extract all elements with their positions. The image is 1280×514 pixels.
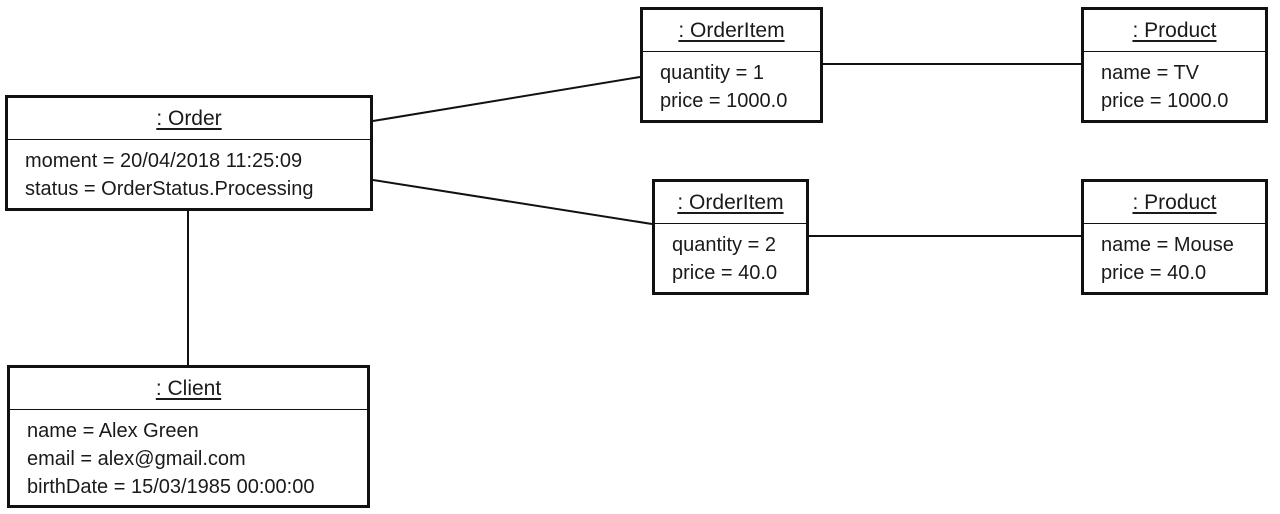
client-object-attributes: name = Alex Green email = alex@gmail.com…: [10, 410, 367, 501]
product-2-price-attribute: price = 40.0: [1101, 262, 1207, 284]
order-status-attribute: status = OrderStatus.Processing: [25, 178, 314, 200]
order-item-1-title: : OrderItem: [678, 18, 785, 42]
client-object-header: : Client: [10, 368, 367, 410]
order-item-1-object[interactable]: : OrderItem quantity = 1 price = 1000.0: [640, 7, 823, 123]
order-item-2-object[interactable]: : OrderItem quantity = 2 price = 40.0: [652, 179, 809, 295]
order-item-2-attributes: quantity = 2 price = 40.0: [655, 224, 806, 287]
client-name-attribute: name = Alex Green: [27, 420, 199, 442]
order-item-2-header: : OrderItem: [655, 182, 806, 224]
order-object-title: : Order: [156, 106, 222, 130]
order-item-2-quantity-attribute: quantity = 2: [672, 234, 776, 256]
order-item-1-attributes: quantity = 1 price = 1000.0: [643, 52, 820, 115]
product-2-name-attribute: name = Mouse: [1101, 234, 1234, 256]
order-object-header: : Order: [8, 98, 370, 140]
product-2-attributes: name = Mouse price = 40.0: [1084, 224, 1265, 287]
product-1-header: : Product: [1084, 10, 1265, 52]
client-birthdate-attribute: birthDate = 15/03/1985 00:00:00: [27, 476, 315, 498]
product-1-name-attribute: name = TV: [1101, 62, 1200, 84]
product-2-header: : Product: [1084, 182, 1265, 224]
link-order-item1: [372, 76, 641, 122]
order-item-2-price-attribute: price = 40.0: [672, 262, 778, 284]
product-2-object[interactable]: : Product name = Mouse price = 40.0: [1081, 179, 1268, 295]
product-2-title: : Product: [1132, 190, 1217, 214]
product-1-title: : Product: [1132, 18, 1217, 42]
order-object[interactable]: : Order moment = 20/04/2018 11:25:09 sta…: [5, 95, 373, 211]
client-object[interactable]: : Client name = Alex Green email = alex@…: [7, 365, 370, 508]
order-moment-attribute: moment = 20/04/2018 11:25:09: [25, 150, 303, 172]
product-1-object[interactable]: : Product name = TV price = 1000.0: [1081, 7, 1268, 123]
client-email-attribute: email = alex@gmail.com: [27, 448, 246, 470]
client-object-title: : Client: [155, 376, 222, 400]
order-object-attributes: moment = 20/04/2018 11:25:09 status = Or…: [8, 140, 370, 203]
order-item-1-quantity-attribute: quantity = 1: [660, 62, 764, 84]
order-item-2-title: : OrderItem: [677, 190, 784, 214]
product-1-price-attribute: price = 1000.0: [1101, 90, 1229, 112]
product-1-attributes: name = TV price = 1000.0: [1084, 52, 1265, 115]
link-order-item2: [372, 179, 653, 225]
order-item-1-price-attribute: price = 1000.0: [660, 90, 788, 112]
order-item-1-header: : OrderItem: [643, 10, 820, 52]
